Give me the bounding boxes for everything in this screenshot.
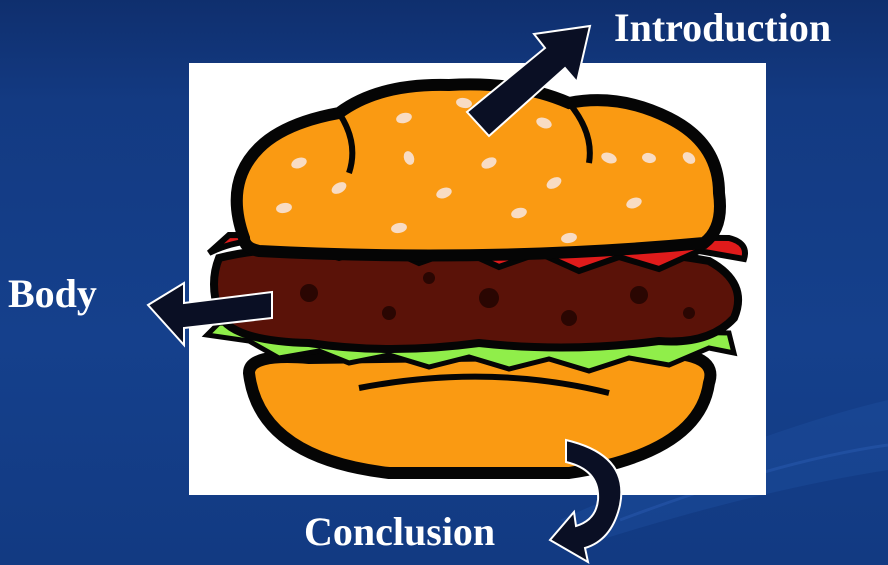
sesame-seeds — [276, 97, 696, 244]
introduction-label: Introduction — [614, 5, 832, 50]
top-bun — [230, 78, 726, 262]
hamburger-image — [189, 63, 766, 495]
body-label: Body — [8, 271, 97, 316]
bottom-bun — [242, 346, 717, 479]
conclusion-label: Conclusion — [304, 509, 496, 554]
